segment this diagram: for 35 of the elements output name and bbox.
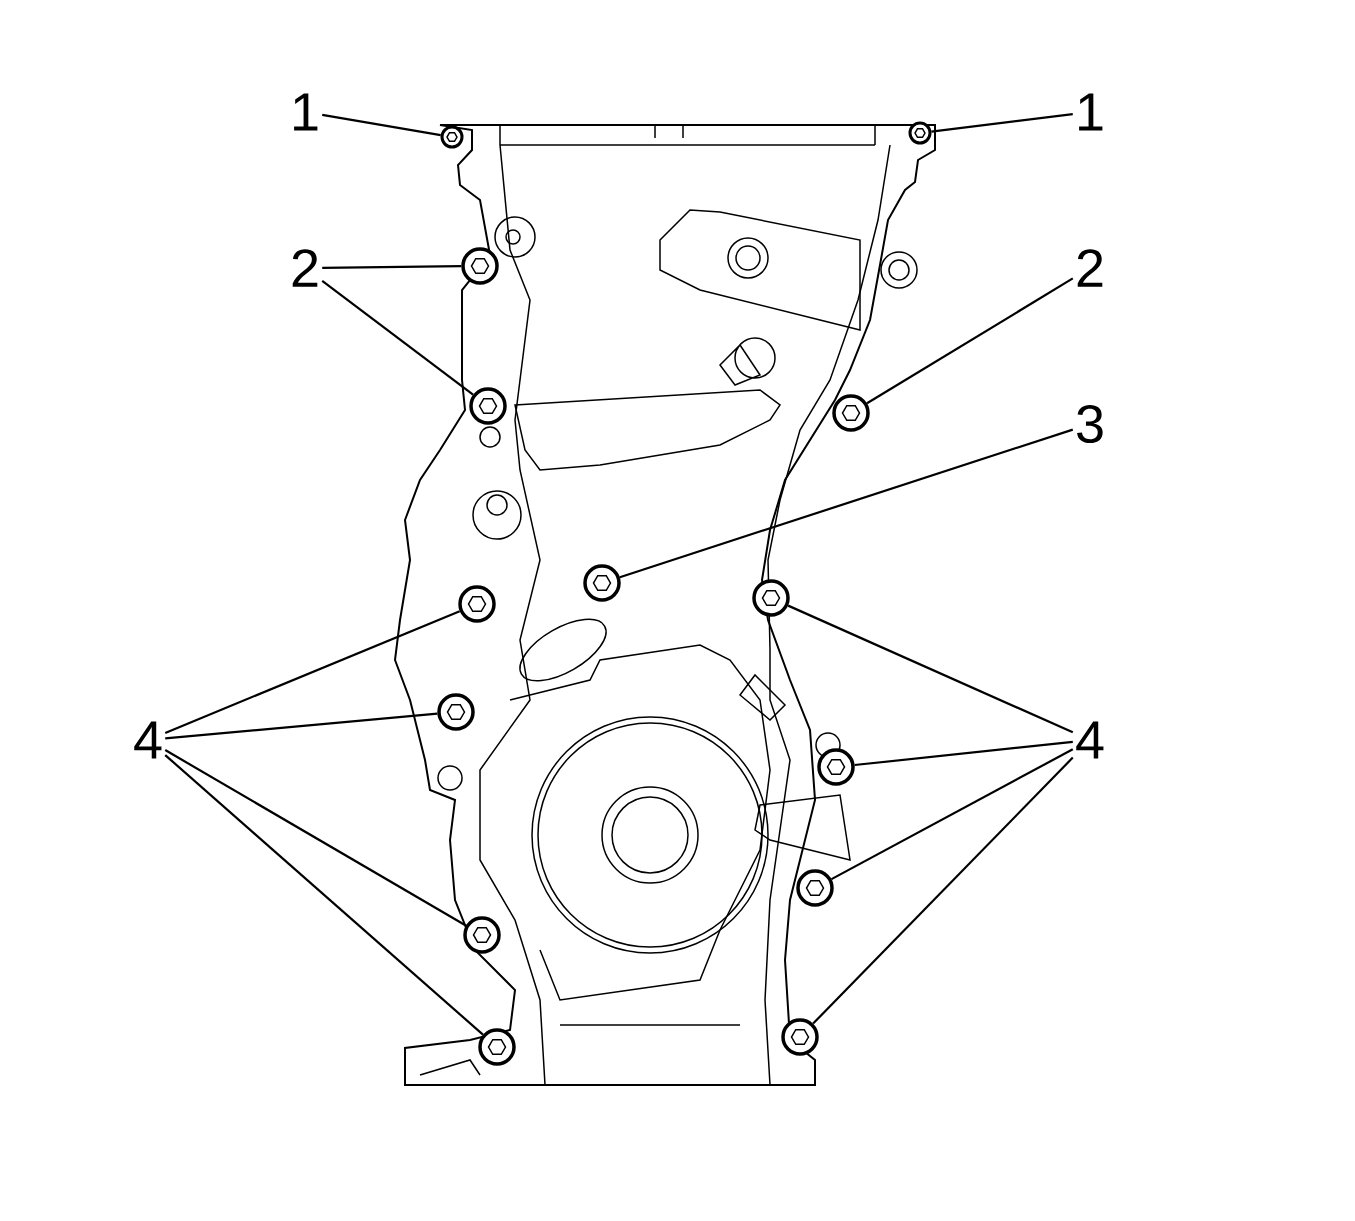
callout-number: 4 [134, 721, 162, 759]
leader-line [866, 277, 1074, 405]
bolt [461, 247, 499, 285]
bolt [478, 1028, 516, 1066]
leader-line [164, 749, 467, 927]
bolt [908, 121, 932, 145]
callout-number: 2 [292, 249, 318, 287]
leader-line [931, 113, 1073, 133]
leader-line [165, 712, 438, 740]
leader-line [322, 113, 441, 137]
bolt [832, 394, 870, 432]
bolt [817, 748, 855, 786]
leader-line [812, 756, 1074, 1025]
leader-line [164, 754, 484, 1036]
callout-number: 1 [1079, 93, 1103, 131]
bolt [469, 387, 507, 425]
leader-line [164, 610, 461, 734]
bolt [796, 869, 834, 907]
callout-number: 2 [1077, 249, 1103, 287]
bolt [440, 125, 464, 149]
bolt [781, 1018, 819, 1056]
leader-line [619, 428, 1074, 579]
bolt [463, 916, 501, 954]
callout-number: 1 [294, 93, 318, 131]
leader-line [322, 265, 462, 269]
callout-number: 4 [1076, 721, 1104, 759]
bolt [583, 564, 621, 602]
callout-number: 3 [1077, 404, 1103, 444]
bolt [458, 585, 496, 623]
bolt [437, 693, 475, 731]
leader-line [787, 604, 1074, 734]
bolt [752, 579, 790, 617]
leader-line [854, 740, 1073, 767]
leader-line [831, 748, 1074, 881]
leader-line [321, 280, 474, 396]
